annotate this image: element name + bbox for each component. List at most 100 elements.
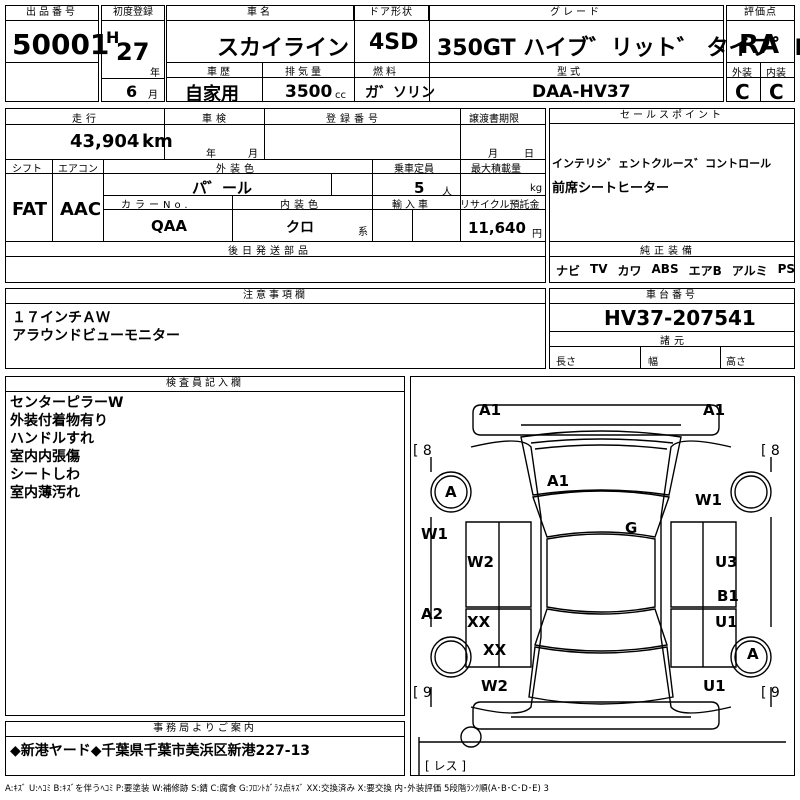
import-label: 輸入車 [392,200,431,211]
tread-front-right: [ 8 [761,443,780,459]
inspector-note-1: センターピラーW [10,395,124,411]
equip-alloy: アルミ [731,264,768,278]
lot-label: 出品番号 [6,6,98,21]
mileage-label: 走行 [72,114,100,125]
body-color: パ゛ール [192,179,253,197]
score: RA [739,30,780,60]
model-label: 型式 [557,67,583,78]
grade-label: グレード [429,6,723,21]
shift-label: シフト [12,164,42,175]
interior-color: クロ [286,220,314,236]
lot-number: 50001 [12,28,110,61]
exterior-label: 外装 [732,68,752,79]
tread-rear-left: [ 9 [413,685,432,701]
fuel: ガ゛ソリン [365,85,435,101]
chassis-number: HV37-207541 [604,306,756,330]
car-diagram: A1 A1 A1 G A W1 W1 W2 U3 B1 U1 A2 XX XX … [410,376,795,776]
plate-label: 登録番号 [326,114,382,125]
mileage-unit: km [142,131,173,152]
equip-abs: ABS [651,262,679,276]
dims-label: 諸元 [660,336,688,347]
displacement-label: 排気量 [285,67,324,78]
inspector-notes: センターピラーW 外装付着物有り ハンドルすれ 室内内張傷 シートしわ 室内薄汚… [10,394,123,502]
mark-rear-left-fender: A2 [421,605,444,623]
car-name: スカイライン [217,36,350,61]
color-number: QAA [151,217,187,235]
history-label: 車歴 [207,67,233,78]
interior-color-unit: 系 [358,227,368,238]
mileage: 43,904 [70,131,140,152]
sales-point-2: 前席シートヒーター [552,181,670,196]
registration-box: 初度登録 H 27 年 6 月 [101,5,165,102]
recycle-fee: 11,640 [468,219,526,237]
seats: 5 [414,179,425,197]
registration-month: 6 [126,82,138,101]
transfer-month-unit: 月 [488,149,498,160]
note-1: １７インチＡＷ [12,310,110,326]
equipment-label: 純正装備 [640,246,696,257]
equip-tv: TV [590,262,608,276]
seats-unit: 人 [442,187,452,198]
mark-front-left: A1 [479,401,502,419]
mark-front-right-door: U3 [715,553,738,571]
mark-rear-left-quarter: W2 [481,677,508,695]
load-label: 最大積載量 [471,164,521,175]
registration-year: 27 [116,38,150,66]
chassis-box: 車台番号 HV37-207541 諸元 長さ 幅 高さ [549,288,795,369]
car-outline [418,404,786,775]
inspection-month-unit: 月 [248,149,258,160]
interior-color-label: 内装色 [280,200,322,211]
mark-front-right: A1 [703,401,726,419]
height-label: 高さ [726,357,746,368]
seats-label: 乗車定員 [394,164,434,175]
lot-box: 出品番号 50001 [5,5,109,102]
sales-point-1: インテリシ゛ェントクルース゛コントロール [552,157,772,170]
mark-rear-right-door-b: B1 [717,587,739,605]
mark-front-left-door-front: W1 [421,525,448,543]
mark-front-right-fender: W1 [695,491,722,509]
mark-rear-right-quarter: U1 [703,677,726,695]
office-box: 事務局よりご案内 ◆新港ヤード◆千葉県千葉市美浜区新港227-13 [5,721,405,776]
inspector-note-2: 外装付着物有り [10,413,108,429]
score-box: 評価点 RA 外装 内装 C C [726,5,795,104]
fuel-label: 燃料 [373,67,399,78]
office-text: ◆新港ヤード◆千葉県千葉市美浜区新港227-13 [10,743,311,759]
mark-rear-left-door-2: XX [483,641,507,659]
length-label: 長さ [556,357,576,368]
inspection-year-unit: 年 [206,149,216,160]
recycle-label: リサイクル預託金 [460,200,540,211]
interior-grade: C [769,80,784,104]
inspector-note-3: ハンドルすれ [10,431,94,447]
notes-label: 注意事項欄 [6,289,545,304]
mark-rear-right-door-u: U1 [715,613,738,631]
inspector-box: 検査員記入欄 センターピラーW 外装付着物有り ハンドルすれ 室内内張傷 シート… [5,376,405,716]
mark-hood: A1 [547,472,570,490]
notes-box: 注意事項欄 １７インチＡＷ アラウンドビューモニター [5,288,546,369]
shift: FAT [12,199,48,220]
mark-tire-front-left: A [445,483,457,501]
mark-roof: G [625,519,638,537]
inspector-note-4: 室内内張傷 [10,449,80,465]
mark-tire-rear-right: A [747,645,759,663]
model: DAA-HV37 [532,82,631,102]
inspection-label: 車検 [202,114,230,125]
displacement-unit: cc [335,90,346,101]
color-no-label: カラーNo. [121,200,192,211]
transfer-day-unit: 日 [524,149,534,160]
vehicle-info-box: 車名 ドア形状 グレード スカイライン 4SD 350GT ハイブ゛リット゛ タ… [166,5,800,105]
score-label: 評価点 [727,6,794,21]
door-label: ドア形状 [354,6,429,21]
recycle-unit: 円 [532,229,542,240]
color-label: 外装色 [216,164,258,175]
equip-navi: ナビ [556,264,581,278]
mark-rear-left-door: XX [467,613,491,631]
width-label: 幅 [648,357,658,368]
spare-tire: [ レス ] [425,759,467,773]
month-unit: 月 [148,90,158,101]
tread-rear-right: [ 9 [761,685,780,701]
history: 自家用 [185,84,239,105]
car-name-label: 車名 [167,6,354,21]
inspector-note-5: シートしわ [10,467,80,483]
equip-ps: PS [777,262,796,276]
details-box: 走行 車検 登録番号 譲渡書期限 43,904 km 年 月 月 日 シフト エ… [5,108,546,283]
